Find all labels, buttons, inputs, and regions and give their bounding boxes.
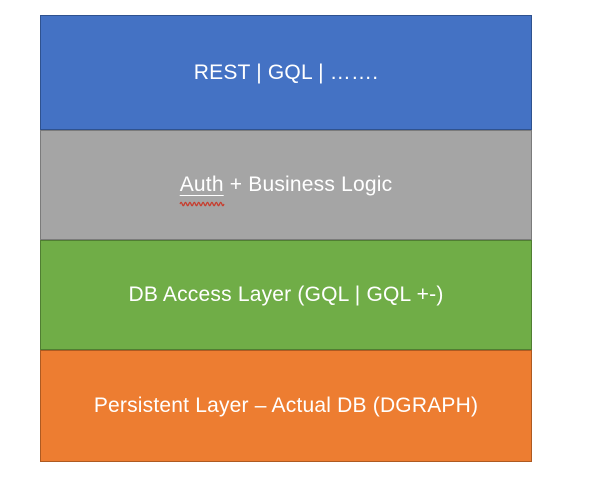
layer-auth-business-logic: Auth + Business Logic xyxy=(40,130,532,240)
layer-api-label: REST | GQL | ……. xyxy=(193,60,379,84)
architecture-stack: REST | GQL | ……. Auth + Business Logic D… xyxy=(40,15,532,462)
layer-auth-label: Auth + Business Logic xyxy=(179,173,393,207)
spellchecked-word: Auth xyxy=(179,173,224,196)
layer-persistence-label: Persistent Layer – Actual DB (DGRAPH) xyxy=(93,394,479,417)
layer-db-access: DB Access Layer (GQL | GQL +-) xyxy=(40,240,532,350)
layer-db-access-label: DB Access Layer (GQL | GQL +-) xyxy=(128,283,444,306)
spellchecked-word-wrap: Auth xyxy=(179,173,225,207)
layer-api: REST | GQL | ……. xyxy=(40,15,532,130)
layer-persistence: Persistent Layer – Actual DB (DGRAPH) xyxy=(40,350,532,462)
layer-auth-label-rest: + Business Logic xyxy=(223,173,393,196)
spellcheck-squiggle-icon xyxy=(179,201,225,207)
